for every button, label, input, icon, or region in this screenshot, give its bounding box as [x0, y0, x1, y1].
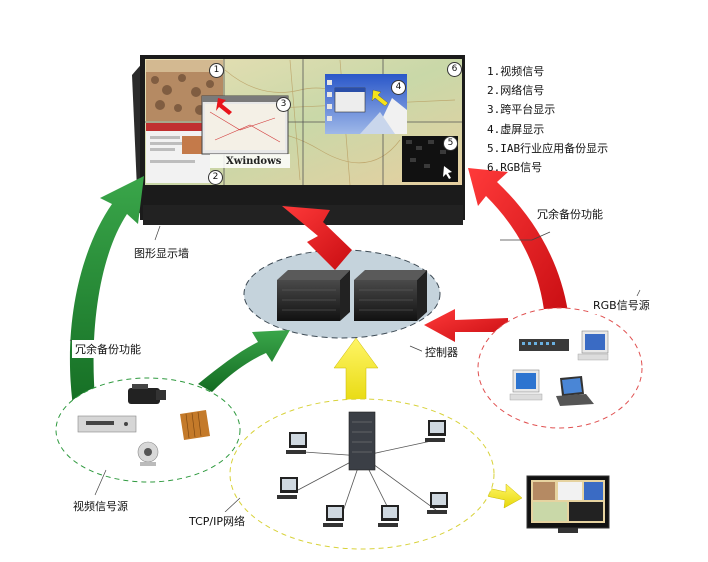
rgb-laptop — [556, 376, 594, 406]
network-pc-1 — [286, 432, 307, 454]
webcam — [137, 441, 159, 466]
rgb-switcher-device — [519, 339, 569, 351]
green-arrow-redundancy — [69, 176, 144, 420]
legend: 1.视频信号 2.网络信号 3.跨平台显示 4.虚屏显示 5.IAB行业应用备份… — [487, 62, 608, 177]
controller-group — [243, 249, 441, 339]
legend-item-5: 5.IAB行业应用备份显示 — [487, 141, 609, 155]
network-server — [348, 411, 376, 471]
xwindows-label: Xwindows — [226, 156, 282, 167]
red-arrow-rgb-to-controller — [424, 309, 508, 342]
video-source-group — [55, 377, 241, 483]
panel-number-1: 1 — [209, 63, 224, 78]
rgb-pc-1 — [577, 330, 609, 361]
network-pc-2 — [277, 477, 298, 499]
video-camera — [128, 384, 166, 404]
rgb-source-group — [477, 307, 643, 429]
tcpip-label: TCP/IP网络 — [186, 512, 248, 530]
rgb-source-label: RGB信号源 — [590, 296, 653, 314]
legend-item-3: 3.跨平台显示 — [487, 103, 556, 117]
controller-box-left — [277, 270, 350, 321]
dvd-player — [77, 415, 137, 433]
network-pc-3 — [323, 505, 344, 527]
yellow-arrow-network-to-controller — [333, 337, 379, 409]
panel-number-6: 6 — [447, 62, 462, 77]
yellow-arrow-to-monitor — [485, 483, 523, 509]
panel-number-4: 4 — [391, 80, 406, 95]
display-wall-label: 图形显示墙 — [131, 244, 192, 262]
legend-item-2: 2.网络信号 — [487, 84, 545, 98]
red-arrow-controller-to-wall — [282, 206, 352, 270]
red-arrow-redundancy — [468, 168, 568, 318]
rack-unit — [180, 410, 210, 440]
controller-box-right — [354, 270, 427, 321]
network-pc-6 — [425, 420, 446, 442]
legend-item-6: 6.RGB信号 — [487, 161, 543, 175]
video-source-label: 视频信号源 — [70, 497, 131, 515]
green-arrow-to-controller — [198, 330, 290, 392]
legend-item-4: 4.虚屏显示 — [487, 122, 545, 136]
tcpip-network-group — [229, 398, 495, 550]
standalone-monitor — [526, 475, 610, 533]
network-pc-5 — [427, 492, 448, 514]
panel-number-5: 5 — [443, 136, 458, 151]
redundancy-label-right: 冗余备份功能 — [534, 205, 606, 223]
panel-number-3: 3 — [276, 97, 291, 112]
rgb-pc-2 — [509, 369, 543, 401]
panel-number-2: 2 — [208, 170, 223, 185]
display-wall — [132, 55, 465, 225]
network-pc-4 — [378, 505, 399, 527]
controller-label: 控制器 — [422, 343, 461, 361]
redundancy-label-left: 冗余备份功能 — [72, 340, 144, 358]
legend-item-1: 1.视频信号 — [487, 65, 545, 78]
